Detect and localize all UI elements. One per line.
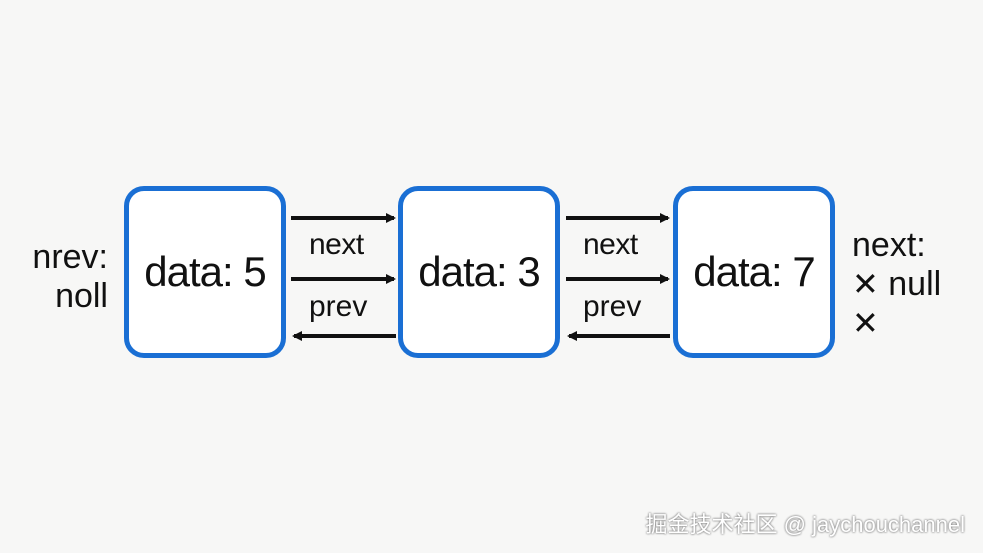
x-mark-icon-2: ✕ <box>852 305 879 342</box>
list-node-2: data: 3 <box>398 186 560 358</box>
list-node-3: data: 7 <box>673 186 835 358</box>
x-mark-icon: ✕ <box>852 266 879 303</box>
right-end-line1: next: <box>852 226 926 264</box>
next-label-1: next <box>309 228 364 261</box>
list-node-1: data: 5 <box>124 186 286 358</box>
watermark: 掘金技术社区 @ jaychouchannel <box>645 512 965 537</box>
left-end-line2: noll <box>55 277 108 316</box>
right-end-line3: ✕ <box>852 304 941 343</box>
prev-label-1: prev <box>309 290 368 323</box>
node-1-label: data: 5 <box>144 248 266 295</box>
right-end-label: next: ✕ null ✕ <box>852 226 941 343</box>
node-2-label: data: 3 <box>418 248 540 295</box>
left-end-label: nrev: noll <box>26 238 108 316</box>
right-end-line2: ✕ null <box>852 265 941 304</box>
prev-label-2: prev <box>583 290 642 323</box>
next-label-2: next <box>583 228 638 261</box>
node-3-label: data: 7 <box>693 248 815 295</box>
right-end-value: null <box>888 265 942 304</box>
left-end-line1: nrev: <box>32 238 108 276</box>
